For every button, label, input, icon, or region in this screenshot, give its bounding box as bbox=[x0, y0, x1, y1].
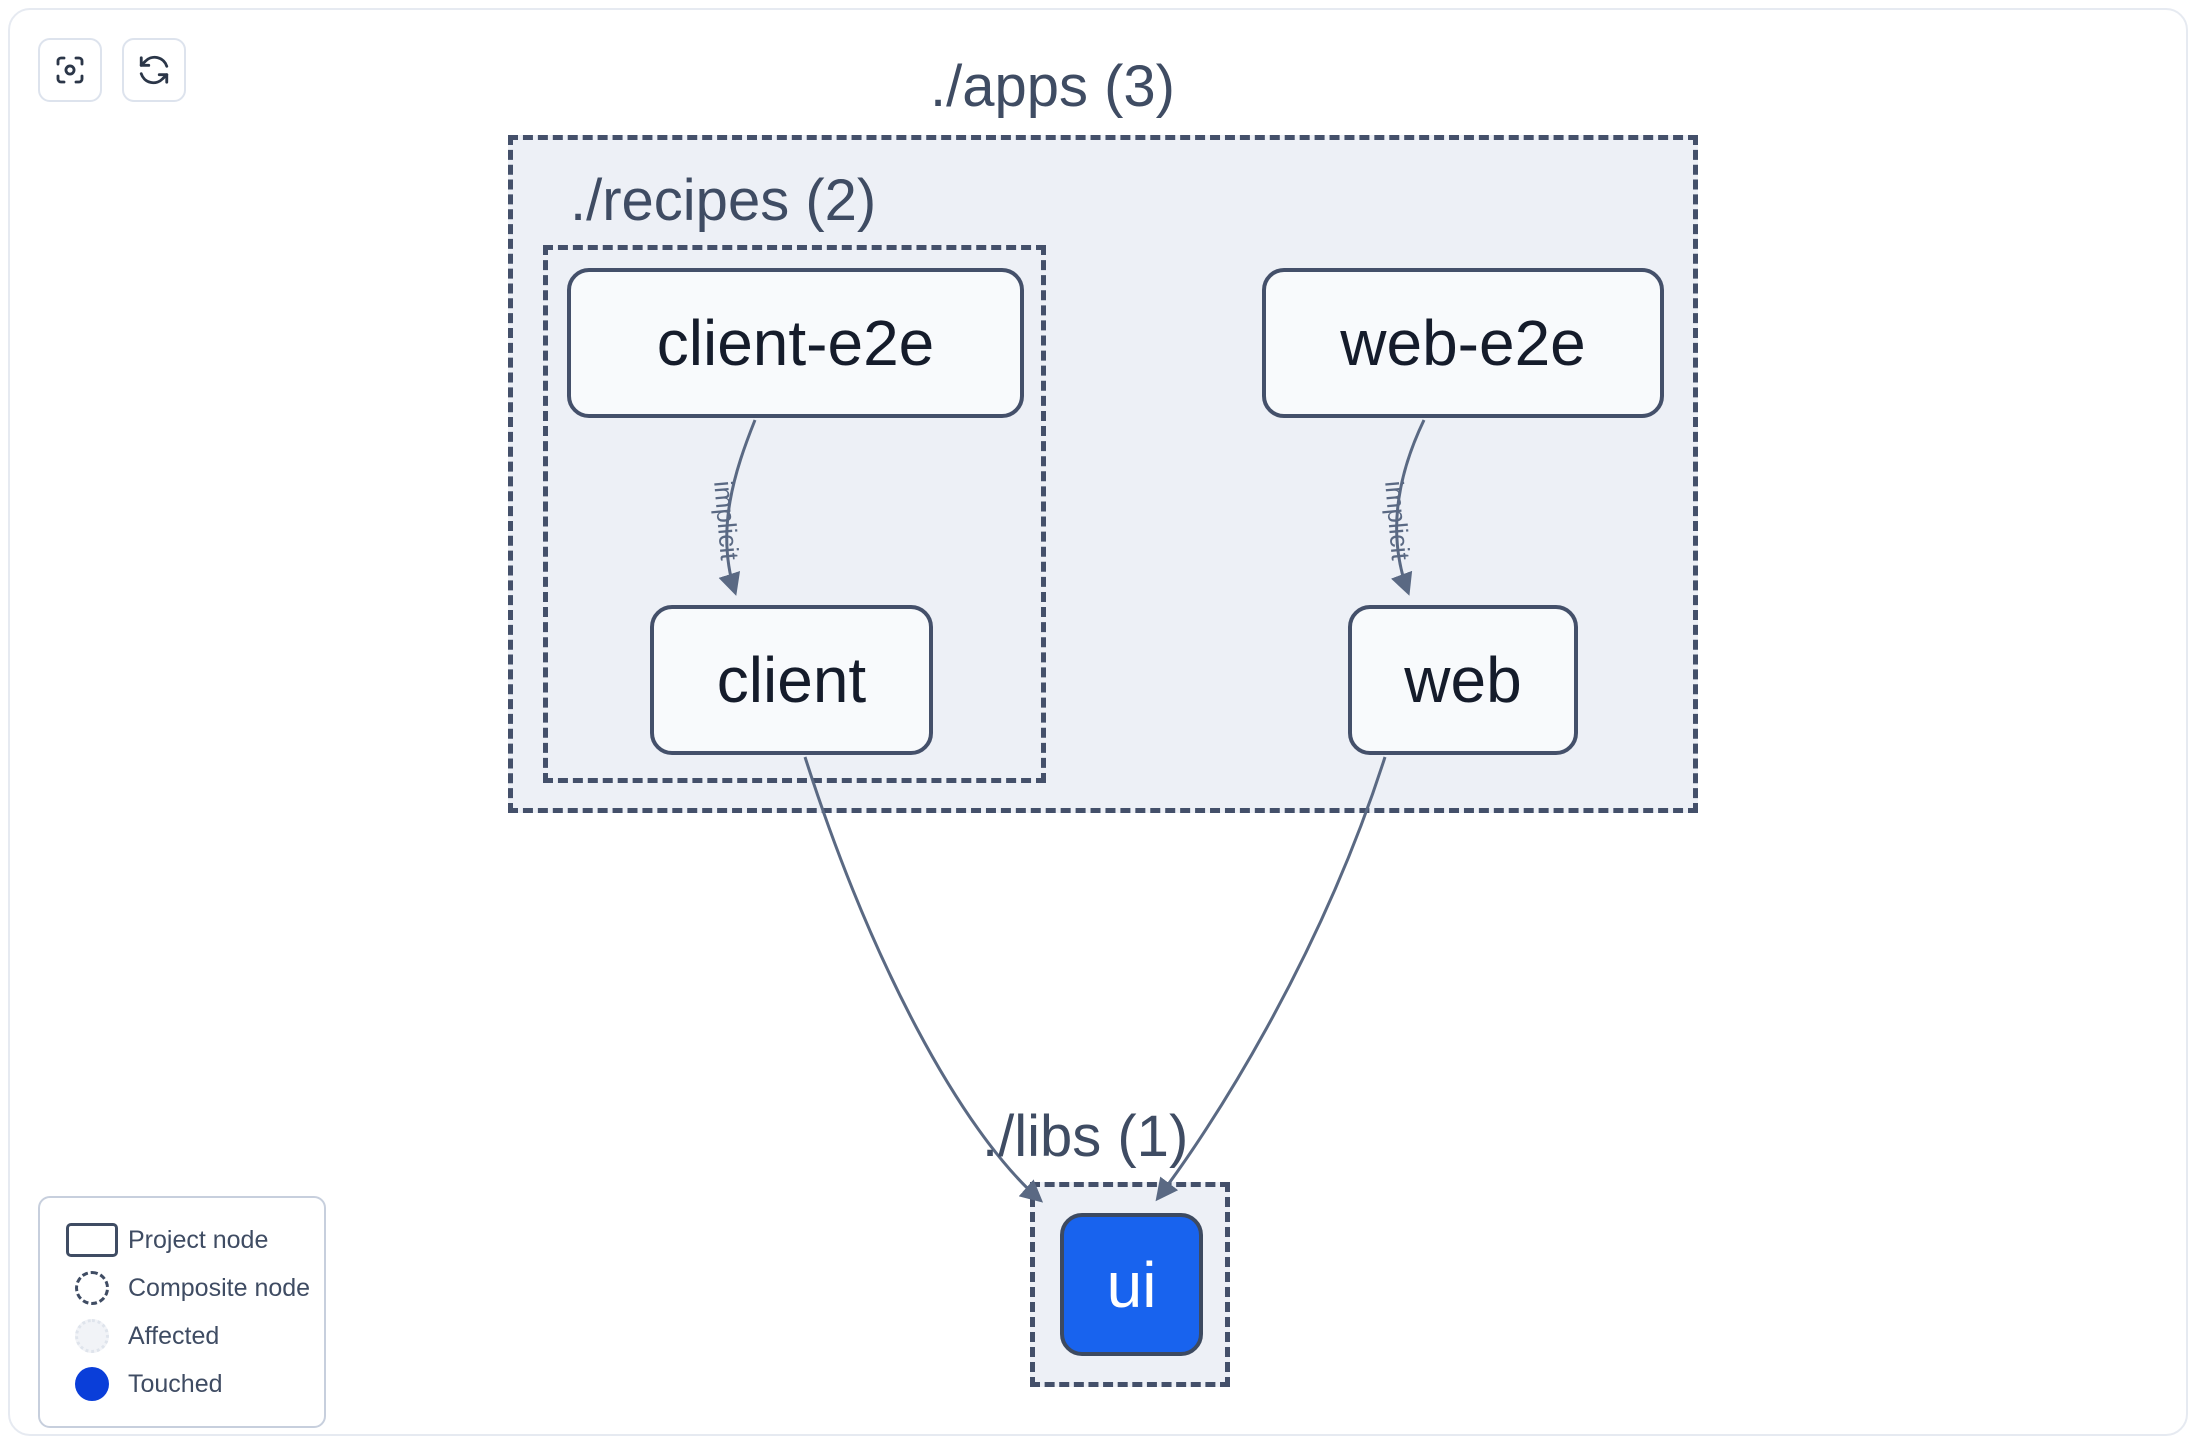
node-web-label: web bbox=[1404, 644, 1522, 716]
graph-toolbar bbox=[38, 38, 186, 102]
legend-label-composite-node: Composite node bbox=[128, 1273, 311, 1302]
node-web[interactable]: web bbox=[1348, 605, 1578, 755]
edge-web-to-ui bbox=[1155, 756, 1387, 1202]
node-client-e2e-label: client-e2e bbox=[656, 307, 935, 379]
project-node-swatch bbox=[56, 1223, 128, 1257]
refresh-graph-button[interactable] bbox=[122, 38, 186, 102]
node-client-label: client bbox=[716, 644, 867, 716]
legend-label-affected: Affected bbox=[128, 1321, 220, 1350]
legend-item-composite-node: Composite node bbox=[56, 1264, 311, 1312]
node-ui-label: ui bbox=[1106, 1248, 1157, 1321]
group-recipes[interactable] bbox=[543, 245, 1046, 783]
focus-target-icon bbox=[52, 52, 88, 88]
legend-label-project-node: Project node bbox=[128, 1225, 269, 1254]
node-ui[interactable]: ui bbox=[1060, 1213, 1203, 1356]
graph-legend: Project node Composite node Affected Tou… bbox=[38, 1196, 326, 1428]
node-client[interactable]: client bbox=[650, 605, 933, 755]
focus-graph-button[interactable] bbox=[38, 38, 102, 102]
group-libs-label: ./libs (1) bbox=[982, 1104, 1189, 1169]
legend-label-touched: Touched bbox=[128, 1369, 223, 1398]
node-client-e2e[interactable]: client-e2e bbox=[567, 268, 1024, 418]
node-web-e2e-label: web-e2e bbox=[1340, 307, 1586, 379]
group-recipes-label: ./recipes (2) bbox=[570, 168, 877, 233]
touched-swatch bbox=[56, 1367, 128, 1401]
node-web-e2e[interactable]: web-e2e bbox=[1262, 268, 1664, 418]
composite-node-swatch bbox=[56, 1271, 128, 1305]
affected-swatch bbox=[56, 1319, 128, 1353]
refresh-icon bbox=[136, 52, 172, 88]
group-apps-label: ./apps (3) bbox=[930, 54, 1175, 119]
legend-item-touched: Touched bbox=[56, 1360, 308, 1408]
legend-item-affected: Affected bbox=[56, 1312, 308, 1360]
legend-item-project-node: Project node bbox=[56, 1216, 308, 1264]
